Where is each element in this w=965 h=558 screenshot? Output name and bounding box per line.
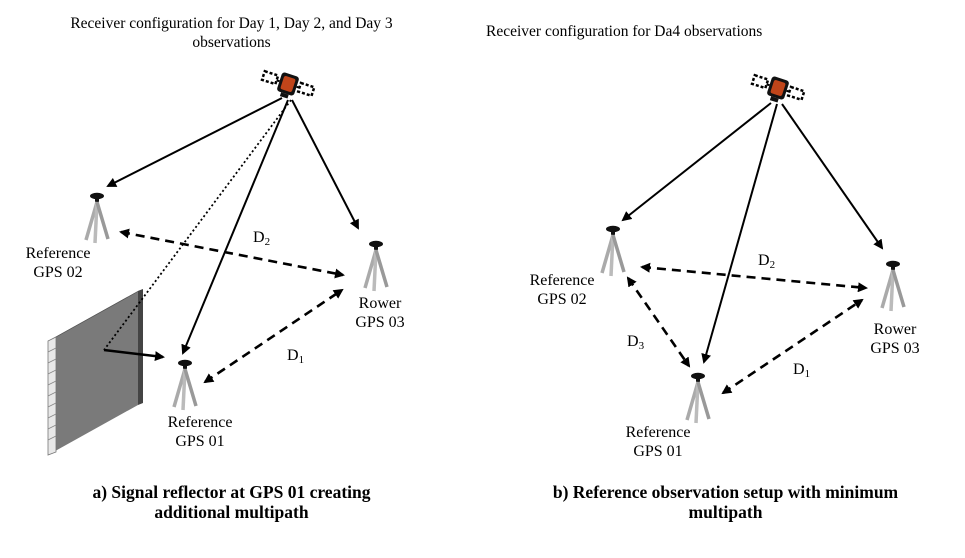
panel-a-title: Receiver configuration for Day 1, Day 2,… [0,14,463,52]
label-b-gps01: Reference GPS 01 [608,423,708,461]
label-a-gps01-line-1: Reference [167,414,233,431]
baselines-b [626,262,868,395]
panel-b-caption: b) Reference observation setup with mini… [486,482,965,522]
label-b-gps01-line-2: GPS 01 [633,443,683,460]
satellite-icon [257,65,318,107]
label-b-gps02-line-1: Reference [529,272,595,289]
label-b-gps03-line-2: GPS 03 [870,340,920,357]
distance-label-a-d2: D2 [253,229,270,251]
panel-a-caption-line-2: additional multipath [154,502,309,522]
distance-label-b-d1-sub: 1 [804,368,811,380]
signal-lines-a [103,97,359,362]
distance-label-a-d2-base: D [253,229,265,246]
panel-b-title: Receiver configuration for Da4 observati… [486,22,762,41]
gps-receiver-icon [172,358,198,412]
gps-receiver-icon [600,224,626,278]
panel-b-caption-line-2: multipath [688,502,763,522]
distance-label-b-d3-base: D [627,333,639,350]
panel-a-diagram [47,65,389,456]
distance-label-a-d2-sub: 2 [264,236,271,248]
gps-receiver-icon [84,191,110,245]
gps-receiver-icon [363,239,389,293]
gps-receiver-icon [685,371,711,425]
panel-a-caption: a) Signal reflector at GPS 01 creating a… [0,482,463,522]
label-a-gps03-line-2: GPS 03 [355,314,405,331]
panel-b-caption-line-1: b) Reference observation setup with mini… [552,482,899,502]
gps-receiver-icon [880,259,906,313]
label-b-gps01-line-1: Reference [625,424,691,441]
label-a-gps02: Reference GPS 02 [8,244,108,282]
distance-label-b-d1: D1 [793,361,810,383]
baselines-a [119,228,345,384]
label-b-gps02: Reference GPS 02 [512,271,612,309]
panel-a-caption-line-1: a) Signal reflector at GPS 01 creating [92,482,371,502]
label-a-gps03-line-1: Rower [358,295,402,312]
reflector-wall-icon [47,289,143,456]
distance-label-a-d1-base: D [287,347,299,364]
label-a-gps02-line-1: Reference [25,245,91,262]
distance-label-b-d2-base: D [758,252,770,269]
distance-label-b-d1-base: D [793,361,805,378]
satellite-icon [747,69,808,111]
label-b-gps03-line-1: Rower [873,321,917,338]
distance-label-a-d1-sub: 1 [298,354,305,366]
distance-label-b-d3-sub: 3 [638,340,645,352]
label-a-gps01-line-2: GPS 01 [175,433,225,450]
distance-label-b-d2-sub: 2 [769,259,776,271]
label-b-gps02-line-2: GPS 02 [537,291,587,308]
signal-lines-b [621,102,884,364]
panel-b-title-line-1: Receiver configuration for Da4 observati… [486,23,763,40]
panel-a-title-line-2: observations [192,34,271,51]
panel-b-diagram [600,69,906,425]
label-a-gps03: Rower GPS 03 [330,294,430,332]
distance-label-b-d3: D3 [627,333,644,355]
distance-label-a-d1: D1 [287,347,304,369]
panel-a-title-line-1: Receiver configuration for Day 1, Day 2,… [70,15,393,32]
label-b-gps03: Rower GPS 03 [845,320,945,358]
distance-label-b-d2: D2 [758,252,775,274]
label-a-gps02-line-2: GPS 02 [33,264,83,281]
label-a-gps01: Reference GPS 01 [150,413,250,451]
